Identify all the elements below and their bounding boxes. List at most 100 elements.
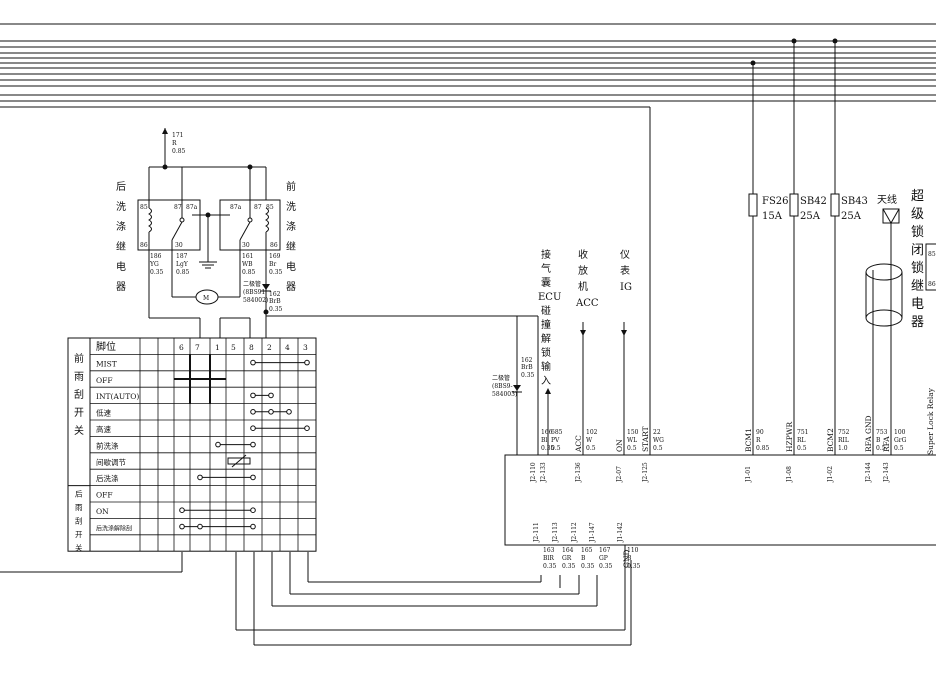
svg-text:后: 后 bbox=[116, 181, 126, 193]
ecu-pin-top: J2-110 bbox=[530, 462, 537, 483]
svg-text:Super Lock Relay: Super Lock Relay bbox=[926, 387, 935, 455]
svg-text:锁: 锁 bbox=[911, 224, 924, 240]
svg-text:186: 186 bbox=[150, 253, 162, 260]
svg-text:闭: 闭 bbox=[911, 243, 924, 258]
ecu-wire-size: 0.5 bbox=[627, 445, 637, 452]
wire-171-color: R bbox=[172, 140, 177, 147]
ecu-wire-color: PV bbox=[551, 437, 560, 444]
svg-text:接: 接 bbox=[541, 248, 551, 261]
svg-text:继: 继 bbox=[116, 240, 126, 253]
front-washer-relay: 前 洗 涤 继 电 器 87a 87 85 30 86 bbox=[219, 180, 296, 293]
fuse-fs26: FS26 15A bbox=[748, 193, 789, 222]
svg-text:584002): 584002) bbox=[243, 297, 268, 304]
ecu-wire-color: B bbox=[876, 437, 881, 444]
svg-text:二极管: 二极管 bbox=[492, 374, 510, 382]
ecu-wire-color: B bbox=[627, 555, 632, 562]
rear-wiper-group-char: 开 bbox=[75, 530, 83, 539]
svg-text:0.35: 0.35 bbox=[269, 269, 283, 276]
svg-text:碰: 碰 bbox=[541, 304, 551, 317]
svg-text:涤: 涤 bbox=[116, 220, 126, 233]
ecu-wire-size: 0.35 bbox=[562, 563, 576, 570]
input-acc: 收 放 机 ACC bbox=[575, 248, 599, 455]
ecu-pin-top: J2-143 bbox=[883, 462, 890, 483]
ecu-wire-code: 90 bbox=[756, 429, 764, 436]
svg-text:0.85: 0.85 bbox=[176, 269, 190, 276]
switch-row-label: MIST bbox=[96, 359, 117, 368]
ecu-wire-code: 167 bbox=[599, 547, 611, 554]
ecu-wire-size: 0.5 bbox=[876, 445, 886, 452]
ecu-wire-size: 0.5 bbox=[653, 445, 663, 452]
switch-row-label: OFF bbox=[96, 376, 113, 385]
svg-text:前: 前 bbox=[286, 180, 296, 193]
svg-text:87a: 87a bbox=[186, 204, 198, 211]
ecu-signal-label: HZPWR bbox=[785, 421, 794, 452]
ecu-wire-code: 685 bbox=[551, 429, 563, 436]
ecu-wire-color: R bbox=[756, 437, 761, 444]
ecu-pin-top: J2-125 bbox=[642, 462, 649, 483]
svg-text:SB43: SB43 bbox=[841, 196, 868, 207]
ecu-wire-size: 0.5 bbox=[894, 445, 904, 452]
svg-text:机: 机 bbox=[578, 280, 588, 293]
ecu-signal-label: BCM1 bbox=[744, 428, 753, 452]
bcm-ecu-block: J2-110166Bl0.35J2-133685PV0.5J2-136ACC10… bbox=[504, 415, 936, 570]
ecu-wire-code: 752 bbox=[838, 429, 850, 436]
switch-row-label: 前洗涤 bbox=[96, 440, 119, 450]
front-wiper-group-char: 前 bbox=[74, 352, 84, 365]
ecu-wire-size: 0.5 bbox=[797, 445, 807, 452]
relay-wire-labels: 186 YG 0.35 187 LgY 0.85 161 WB 0.85 169… bbox=[149, 253, 283, 276]
rear-wiper-group-char: 后 bbox=[75, 489, 83, 499]
switch-pin-3: 3 bbox=[303, 343, 308, 352]
svg-text:电: 电 bbox=[116, 260, 126, 273]
svg-text:器: 器 bbox=[911, 315, 924, 330]
switch-header-label: 脚位 bbox=[96, 340, 116, 353]
svg-text:YG: YG bbox=[149, 261, 159, 268]
svg-text:输: 输 bbox=[541, 360, 551, 373]
ecu-wire-color: WL bbox=[627, 437, 637, 444]
svg-text:0.35: 0.35 bbox=[269, 306, 283, 313]
switch-row-label: 低速 bbox=[96, 408, 111, 418]
svg-text:BrB: BrB bbox=[521, 364, 533, 371]
ecu-pin-top: J2-07 bbox=[616, 466, 623, 483]
ecu-wire-size: 0.85 bbox=[756, 445, 770, 452]
switch-pin-1: 1 bbox=[215, 343, 220, 352]
antenna: 天线 bbox=[865, 193, 903, 455]
svg-text:30: 30 bbox=[175, 242, 183, 249]
ecu-pin-bottom: J1-142 bbox=[617, 522, 624, 543]
svg-text:85: 85 bbox=[928, 251, 936, 258]
svg-text:(8BS91: (8BS91 bbox=[243, 289, 265, 296]
svg-text:FS26: FS26 bbox=[762, 196, 789, 207]
svg-text:(8BS9-: (8BS9- bbox=[492, 383, 513, 390]
ecu-wire-color: GrG bbox=[894, 437, 907, 444]
ecu-wire-color: GR bbox=[562, 555, 572, 562]
svg-text:ACC: ACC bbox=[575, 298, 599, 309]
switch-pin-4: 4 bbox=[285, 343, 290, 352]
washer-motor: M bbox=[195, 289, 219, 305]
ecu-wire-code: 102 bbox=[586, 429, 598, 436]
ecu-wire-code: 166 bbox=[541, 429, 553, 436]
svg-text:解: 解 bbox=[541, 332, 551, 345]
motor-label: M bbox=[203, 295, 209, 302]
svg-text:86: 86 bbox=[270, 242, 278, 249]
svg-text:锁: 锁 bbox=[541, 346, 551, 359]
rear-wiper-group-char: 刮 bbox=[75, 516, 83, 526]
front-wiper-group-char: 关 bbox=[74, 424, 84, 437]
front-wiper-group-char: 雨 bbox=[74, 372, 84, 383]
ecu-wire-size: 0.35 bbox=[543, 563, 557, 570]
svg-text:涤: 涤 bbox=[286, 220, 296, 233]
svg-text:WB: WB bbox=[242, 261, 253, 268]
super-lock-relay: 超 级 锁 闭 锁 继 电 器 85 86 Super Lock Relay bbox=[911, 189, 936, 455]
svg-text:87: 87 bbox=[174, 204, 182, 211]
svg-text:LgY: LgY bbox=[176, 261, 189, 268]
svg-text:继: 继 bbox=[911, 279, 924, 294]
ecu-wire-color: RIL bbox=[838, 437, 849, 444]
svg-text:IG: IG bbox=[620, 282, 632, 293]
fuses: FS26 15A SB42 25A SB43 25A bbox=[748, 41, 868, 455]
svg-text:ECU: ECU bbox=[538, 292, 561, 303]
ecu-wire-code: 751 bbox=[797, 429, 808, 436]
ecu-pin-bottom: J2-113 bbox=[552, 522, 559, 543]
switch-row-label: OFF bbox=[96, 491, 113, 500]
switch-pin-6: 6 bbox=[179, 343, 184, 352]
ecu-wire-color: W bbox=[586, 437, 593, 444]
ecu-wire-size: 0.5 bbox=[586, 445, 596, 452]
